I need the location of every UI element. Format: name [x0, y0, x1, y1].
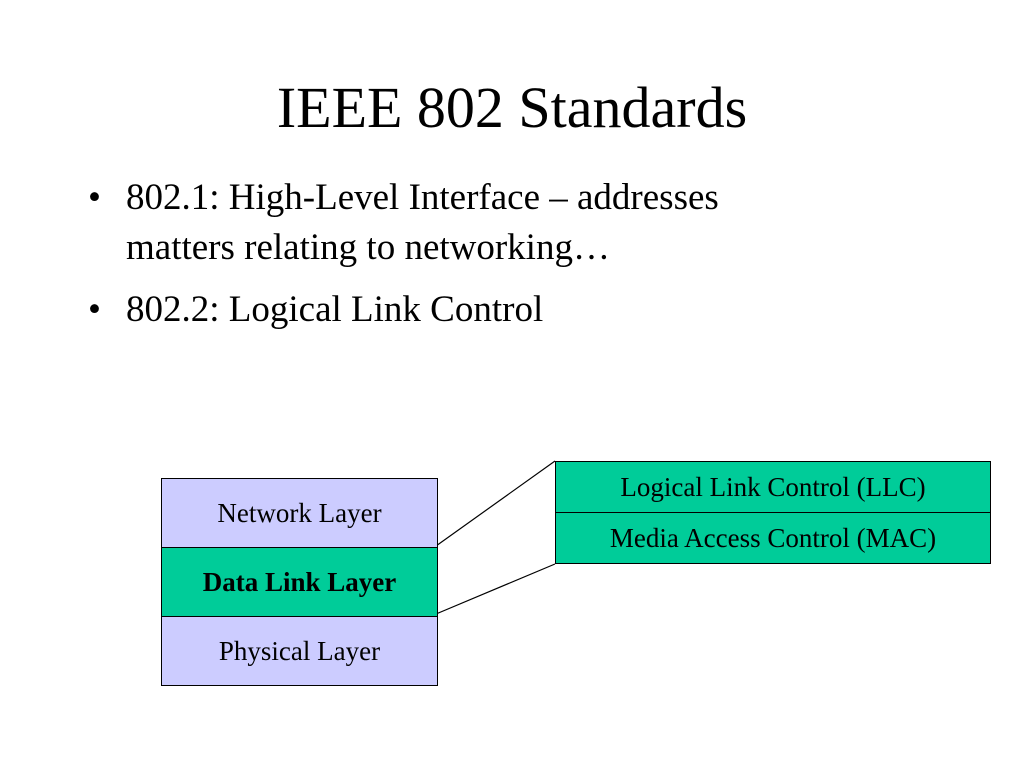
bullet-text-line: 802.1: High-Level Interface – addresses	[126, 177, 719, 218]
connector-line-bottom	[435, 563, 556, 615]
osi-layer-stack: Network Layer Data Link Layer Physical L…	[161, 478, 438, 686]
bullet-icon: •	[88, 177, 101, 218]
data-link-sublayer-stack: Logical Link Control (LLC) Media Access …	[555, 461, 991, 564]
bullet-item-802-1: • 802.1: High-Level Interface – addresse…	[84, 173, 884, 273]
bullet-text-line: 802.2: Logical Link Control	[126, 289, 544, 330]
data-link-layer-box: Data Link Layer	[162, 547, 437, 616]
bullet-icon: •	[88, 289, 101, 330]
network-layer-box: Network Layer	[162, 479, 437, 547]
mac-sublayer-box: Media Access Control (MAC)	[556, 512, 990, 563]
slide-title: IEEE 802 Standards	[276, 75, 748, 140]
physical-layer-box: Physical Layer	[162, 616, 437, 685]
llc-sublayer-box: Logical Link Control (LLC)	[556, 462, 990, 512]
bullet-text-line: matters relating to networking…	[126, 227, 610, 268]
connector-line-top	[435, 460, 556, 547]
bullet-item-802-2: • 802.2: Logical Link Control	[84, 285, 884, 335]
bullet-list: • 802.1: High-Level Interface – addresse…	[84, 173, 884, 347]
